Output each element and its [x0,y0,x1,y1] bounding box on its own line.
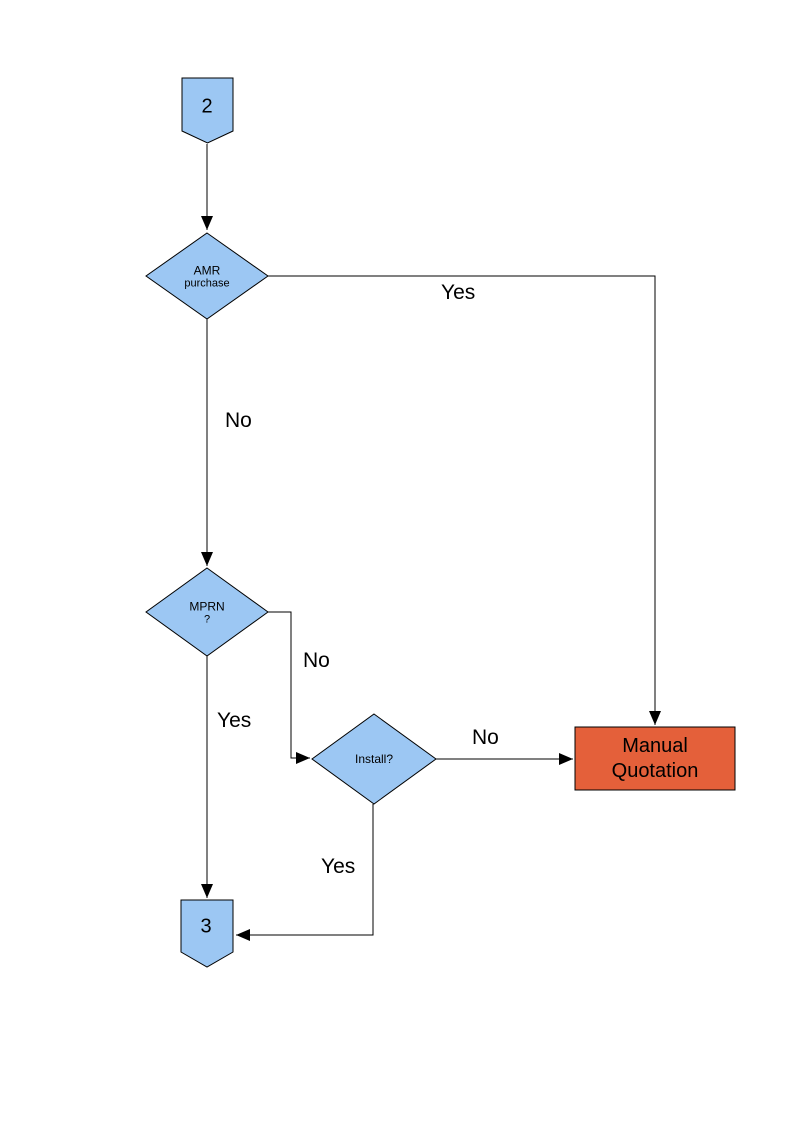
amr-decision-label: AMR purchase [184,264,229,291]
mprn-decision-shape [145,567,269,657]
edge-label-install-no: No [472,726,499,749]
amr-decision-label-line1: AMR [193,263,221,278]
manual-quotation-label-line2: Quotation [611,760,699,782]
manual-quotation-label-line1: Manual [622,735,688,757]
start-connector-label: 2 [201,95,213,118]
mprn-decision-label: MPRN ? [189,600,224,627]
mprn-decision-label-line1: MPRN [189,599,225,614]
edge-label-install-yes: Yes [321,855,356,878]
install-decision-label: Install? [354,752,394,766]
edge-label-amr-no: No [225,409,252,432]
edge-label-mprn-yes: Yes [217,709,252,732]
edge-label-mprn-no: No [303,649,330,672]
end-connector-label: 3 [200,915,212,938]
manual-quotation-shape [574,726,736,791]
edge-amr-yes-to-manual-quotation [268,275,661,725]
edge-mprn-no-to-install [268,611,310,764]
end-connector-shape [180,899,234,968]
amr-decision-label-line2: purchase [184,277,230,290]
edge-label-amr-yes: Yes [441,281,476,304]
mprn-decision-label-line2: ? [203,613,211,626]
amr-decision-shape [145,232,269,320]
edges [201,144,661,941]
nodes [145,77,736,968]
install-decision-shape [311,713,437,805]
manual-quotation-label: Manual Quotation [612,734,699,784]
start-connector-shape [181,77,234,144]
edge-install-yes-to-end [236,804,374,941]
